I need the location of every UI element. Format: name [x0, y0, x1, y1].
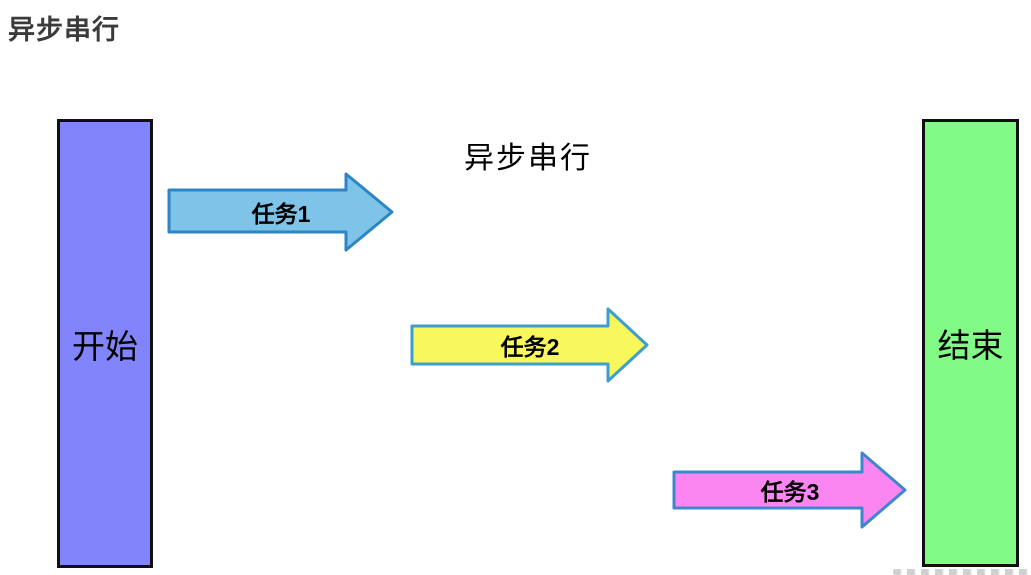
- end-node: 结束: [922, 119, 1019, 567]
- task1-arrow: 任务1: [167, 171, 395, 253]
- diagram-title: 异步串行: [464, 142, 592, 175]
- start-node-label: 开始: [72, 327, 138, 365]
- task2-arrow: 任务2: [410, 306, 650, 384]
- task3-arrow-shape: [672, 451, 907, 529]
- start-node: 开始: [57, 119, 153, 568]
- task1-label: 任务1: [251, 201, 311, 227]
- task3-arrow: 任务3: [672, 451, 908, 529]
- task2-label: 任务2: [500, 334, 560, 360]
- task3-label: 任务3: [760, 479, 820, 505]
- task1-arrow-shape: [167, 172, 394, 252]
- task2-arrow-shape: [410, 307, 649, 383]
- end-node-label: 结束: [937, 327, 1004, 364]
- watermark-fragment: [893, 569, 1028, 575]
- page-title: 异步串行: [8, 15, 120, 45]
- right-arrow-icon: [410, 307, 649, 383]
- right-arrow-icon: [167, 172, 394, 252]
- right-arrow-icon: [672, 451, 907, 529]
